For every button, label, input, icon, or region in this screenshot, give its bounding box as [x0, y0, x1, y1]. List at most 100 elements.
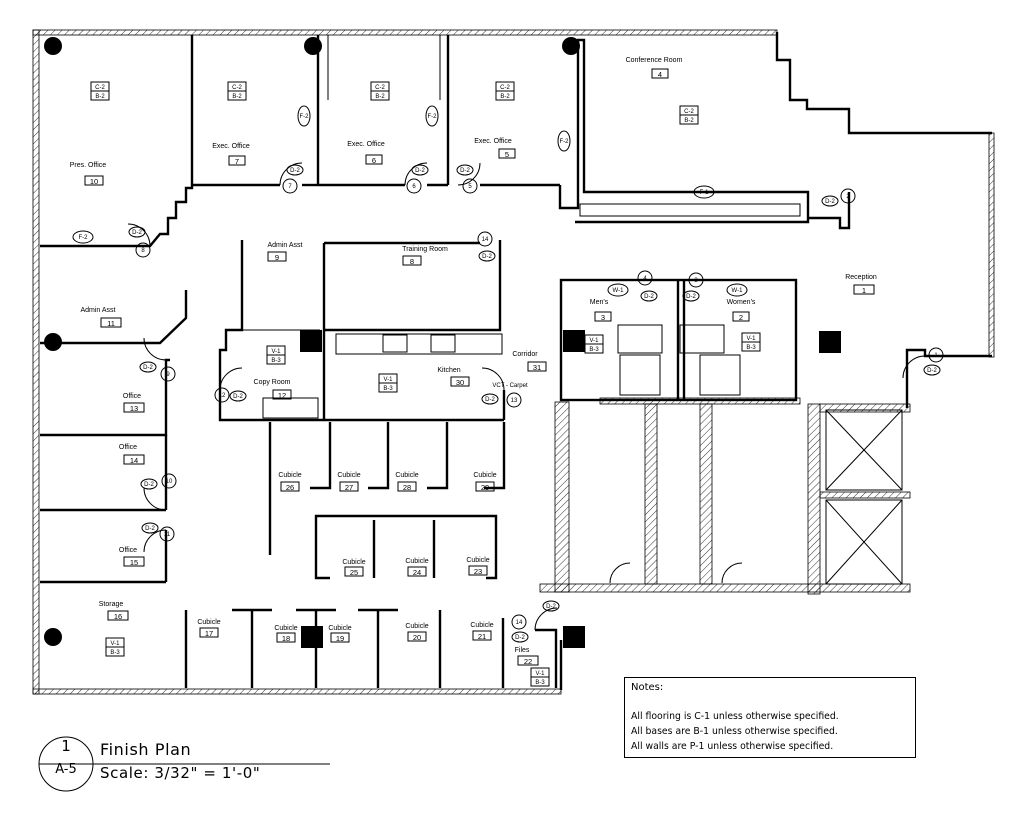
svg-text:19: 19 — [336, 634, 344, 643]
svg-text:14: 14 — [516, 620, 523, 626]
svg-text:27: 27 — [345, 483, 353, 492]
svg-text:F-2: F-2 — [79, 235, 89, 241]
svg-text:C-2: C-2 — [232, 85, 242, 91]
door-tag-10: 10 — [161, 473, 177, 489]
svg-text:2: 2 — [846, 194, 850, 200]
room-label-storage: Storage 16 V-1 B-3 — [99, 601, 129, 657]
transition-tag: D-2 — [478, 250, 496, 262]
svg-text:Reception: Reception — [845, 274, 877, 281]
cubicle-label: Cubicle 29 — [473, 472, 496, 492]
room-label-corridor: Corridor 31 VCT - Carpet — [492, 351, 547, 389]
svg-text:W-1: W-1 — [732, 288, 744, 294]
door-tag-13: 13 — [506, 392, 522, 408]
svg-text:D-2: D-2 — [546, 604, 556, 610]
svg-text:D-2: D-2 — [132, 230, 142, 236]
svg-text:Admin Asst: Admin Asst — [267, 242, 302, 249]
svg-text:4: 4 — [658, 70, 662, 79]
svg-text:21: 21 — [478, 632, 486, 641]
svg-text:B-3: B-3 — [271, 358, 281, 364]
svg-text:F-2: F-2 — [300, 114, 310, 120]
transition-tag: D-2 — [821, 195, 839, 207]
svg-text:Conference Room: Conference Room — [626, 57, 683, 64]
west-office-walls — [40, 290, 188, 584]
svg-text:5: 5 — [468, 184, 472, 190]
svg-text:1: 1 — [934, 353, 938, 359]
svg-text:Cubicle: Cubicle — [405, 558, 428, 565]
transition-tag: D-2 — [139, 361, 157, 373]
svg-text:Storage: Storage — [99, 601, 124, 608]
svg-text:16: 16 — [114, 612, 122, 621]
svg-text:D-2: D-2 — [482, 254, 492, 260]
svg-text:Files: Files — [515, 647, 530, 654]
notes-box: Notes: All flooring is C-1 unless otherw… — [624, 677, 916, 758]
svg-text:26: 26 — [286, 483, 294, 492]
svg-text:Cubicle: Cubicle — [278, 472, 301, 479]
transition-tag: D-2 — [542, 600, 560, 612]
svg-text:8: 8 — [410, 257, 414, 266]
svg-text:V-1: V-1 — [589, 338, 599, 344]
svg-text:28: 28 — [403, 483, 411, 492]
transition-tag: D-2 — [411, 164, 429, 176]
svg-text:13: 13 — [130, 404, 138, 413]
svg-text:22: 22 — [524, 657, 532, 666]
svg-text:B-2: B-2 — [95, 94, 105, 100]
room-label-mens: Men's 3 V-1 B-3 — [584, 299, 612, 354]
svg-text:29: 29 — [481, 483, 489, 492]
svg-text:11: 11 — [164, 532, 171, 538]
title-block: 1 A-5 Finish Plan Scale: 3/32" = 1'-0" — [34, 734, 374, 794]
room-label-office-14: Office 14 — [119, 444, 145, 465]
svg-text:1: 1 — [862, 286, 866, 295]
finish-tag-floor: F-2 — [557, 130, 571, 152]
transition-tag: D-2 — [456, 164, 474, 176]
transition-tag: D-2 — [511, 631, 529, 643]
svg-text:C-2: C-2 — [95, 85, 105, 91]
door-tag-6: 6 — [406, 178, 422, 194]
room-label-admin-asst-11: Admin Asst 11 — [80, 307, 122, 328]
room-label-pres-office: C-2 B-2 Pres. Office 10 — [70, 81, 110, 186]
note-line: All bases are B-1 unless otherwise speci… — [631, 726, 838, 737]
svg-text:D-2: D-2 — [825, 199, 835, 205]
svg-text:Kitchen: Kitchen — [437, 367, 460, 374]
room-label-files: Files 22 V-1 B-3 — [515, 647, 550, 687]
svg-text:4: 4 — [643, 276, 647, 282]
drawing-title: Finish Plan — [100, 740, 192, 759]
transition-tag: D-2 — [923, 364, 941, 376]
finish-tag-window: W-1 — [607, 283, 629, 297]
svg-text:D-2: D-2 — [144, 482, 154, 488]
svg-text:20: 20 — [413, 633, 421, 642]
svg-text:31: 31 — [533, 363, 541, 372]
transition-tag: D-2 — [229, 390, 247, 402]
svg-text:B-3: B-3 — [383, 386, 393, 392]
svg-text:B-3: B-3 — [746, 345, 756, 351]
svg-text:Cubicle: Cubicle — [473, 472, 496, 479]
door-tag-8: 8 — [135, 242, 151, 258]
svg-text:9: 9 — [166, 372, 170, 378]
door-tag-12: 12 — [214, 387, 230, 403]
room-label-office-15: Office 15 — [119, 547, 145, 567]
transition-tag: D-2 — [640, 290, 658, 302]
svg-text:B-2: B-2 — [232, 94, 242, 100]
room-label-admin-asst-9: Admin Asst 9 — [267, 242, 302, 262]
svg-text:8: 8 — [141, 248, 145, 254]
svg-text:13: 13 — [511, 398, 518, 404]
door-tag-11: 11 — [159, 526, 175, 542]
transition-tag: D-2 — [481, 393, 499, 405]
room-label-exec-office-6: C-2 B-2 Exec. Office 6 — [347, 81, 390, 165]
svg-text:Office: Office — [119, 444, 137, 451]
title-block-graphic — [38, 736, 330, 792]
door-tag-14: 14 — [477, 231, 493, 247]
svg-text:B-2: B-2 — [500, 94, 510, 100]
finish-tag-window: W-1 — [726, 283, 748, 297]
svg-text:D-2: D-2 — [515, 635, 525, 641]
svg-text:12: 12 — [278, 391, 286, 400]
svg-text:12: 12 — [219, 393, 226, 399]
sheet-number: A-5 — [55, 762, 77, 777]
transition-tag: D-2 — [286, 164, 304, 176]
